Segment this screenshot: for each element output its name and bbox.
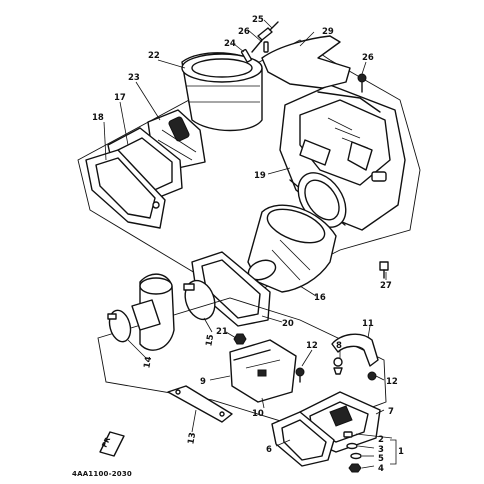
callout-4: 4 <box>378 464 384 474</box>
carburetor <box>131 273 175 351</box>
callout-22: 22 <box>148 51 160 61</box>
callout-12-right: 12 <box>386 377 398 387</box>
front-mark-label: FR <box>101 436 113 449</box>
callout-13: 13 <box>186 432 198 445</box>
callout-12-left: 12 <box>306 341 318 351</box>
callout-2: 2 <box>378 435 384 445</box>
callout-3: 3 <box>378 445 384 455</box>
plate-13 <box>167 385 233 423</box>
callout-14: 14 <box>142 356 154 369</box>
cover-9 <box>229 339 297 403</box>
callout-1: 1 <box>398 447 404 457</box>
air-filter-element <box>181 52 263 132</box>
callout-labels: 25 29 26 24 22 26 23 17 18 19 27 16 20 2… <box>92 15 404 474</box>
callout-18: 18 <box>92 113 104 123</box>
washer-3 <box>346 442 358 450</box>
leader-lines <box>103 19 397 469</box>
nut-4 <box>348 463 362 473</box>
callout-29: 29 <box>322 27 334 37</box>
hose-clamp-14 <box>107 309 132 343</box>
callout-15: 15 <box>204 334 216 347</box>
callout-8: 8 <box>336 341 342 351</box>
screw-24 <box>240 48 252 63</box>
callout-25: 25 <box>252 15 264 25</box>
callout-9: 9 <box>200 377 206 387</box>
hose-11 <box>331 333 379 367</box>
callout-21: 21 <box>216 327 228 337</box>
callout-6: 6 <box>266 445 272 455</box>
callout-26-upper: 26 <box>238 27 250 37</box>
callout-27: 27 <box>380 281 392 291</box>
callout-23: 23 <box>128 73 140 83</box>
clip-8 <box>333 357 343 375</box>
callout-19: 19 <box>254 171 266 181</box>
bolt-25 <box>251 21 279 53</box>
case-cover <box>261 35 351 89</box>
bolt-26-upper <box>263 41 269 53</box>
intake-joint <box>247 204 337 293</box>
bolt-27 <box>379 261 389 279</box>
bolt-2 <box>343 431 353 438</box>
drawing-code: 4AA1100-2030 <box>72 470 132 478</box>
callout-20: 20 <box>282 319 294 329</box>
callout-10: 10 <box>252 409 264 419</box>
front-arrow-icon: FR <box>99 431 125 457</box>
callout-16: 16 <box>314 293 326 303</box>
fitting-12-right <box>367 371 377 381</box>
fitting-12-left <box>295 367 305 383</box>
air-cleaner-case <box>279 84 406 231</box>
bolt-26-side <box>357 73 367 93</box>
lower-group-outline <box>97 297 387 431</box>
callout-24: 24 <box>224 39 236 49</box>
callout-26-side: 26 <box>362 53 374 63</box>
callout-11: 11 <box>362 319 374 329</box>
callout-17: 17 <box>114 93 126 103</box>
callout-5: 5 <box>378 454 384 464</box>
callout-7: 7 <box>388 407 394 417</box>
nut-21 <box>233 333 247 345</box>
washer-5 <box>350 452 362 460</box>
